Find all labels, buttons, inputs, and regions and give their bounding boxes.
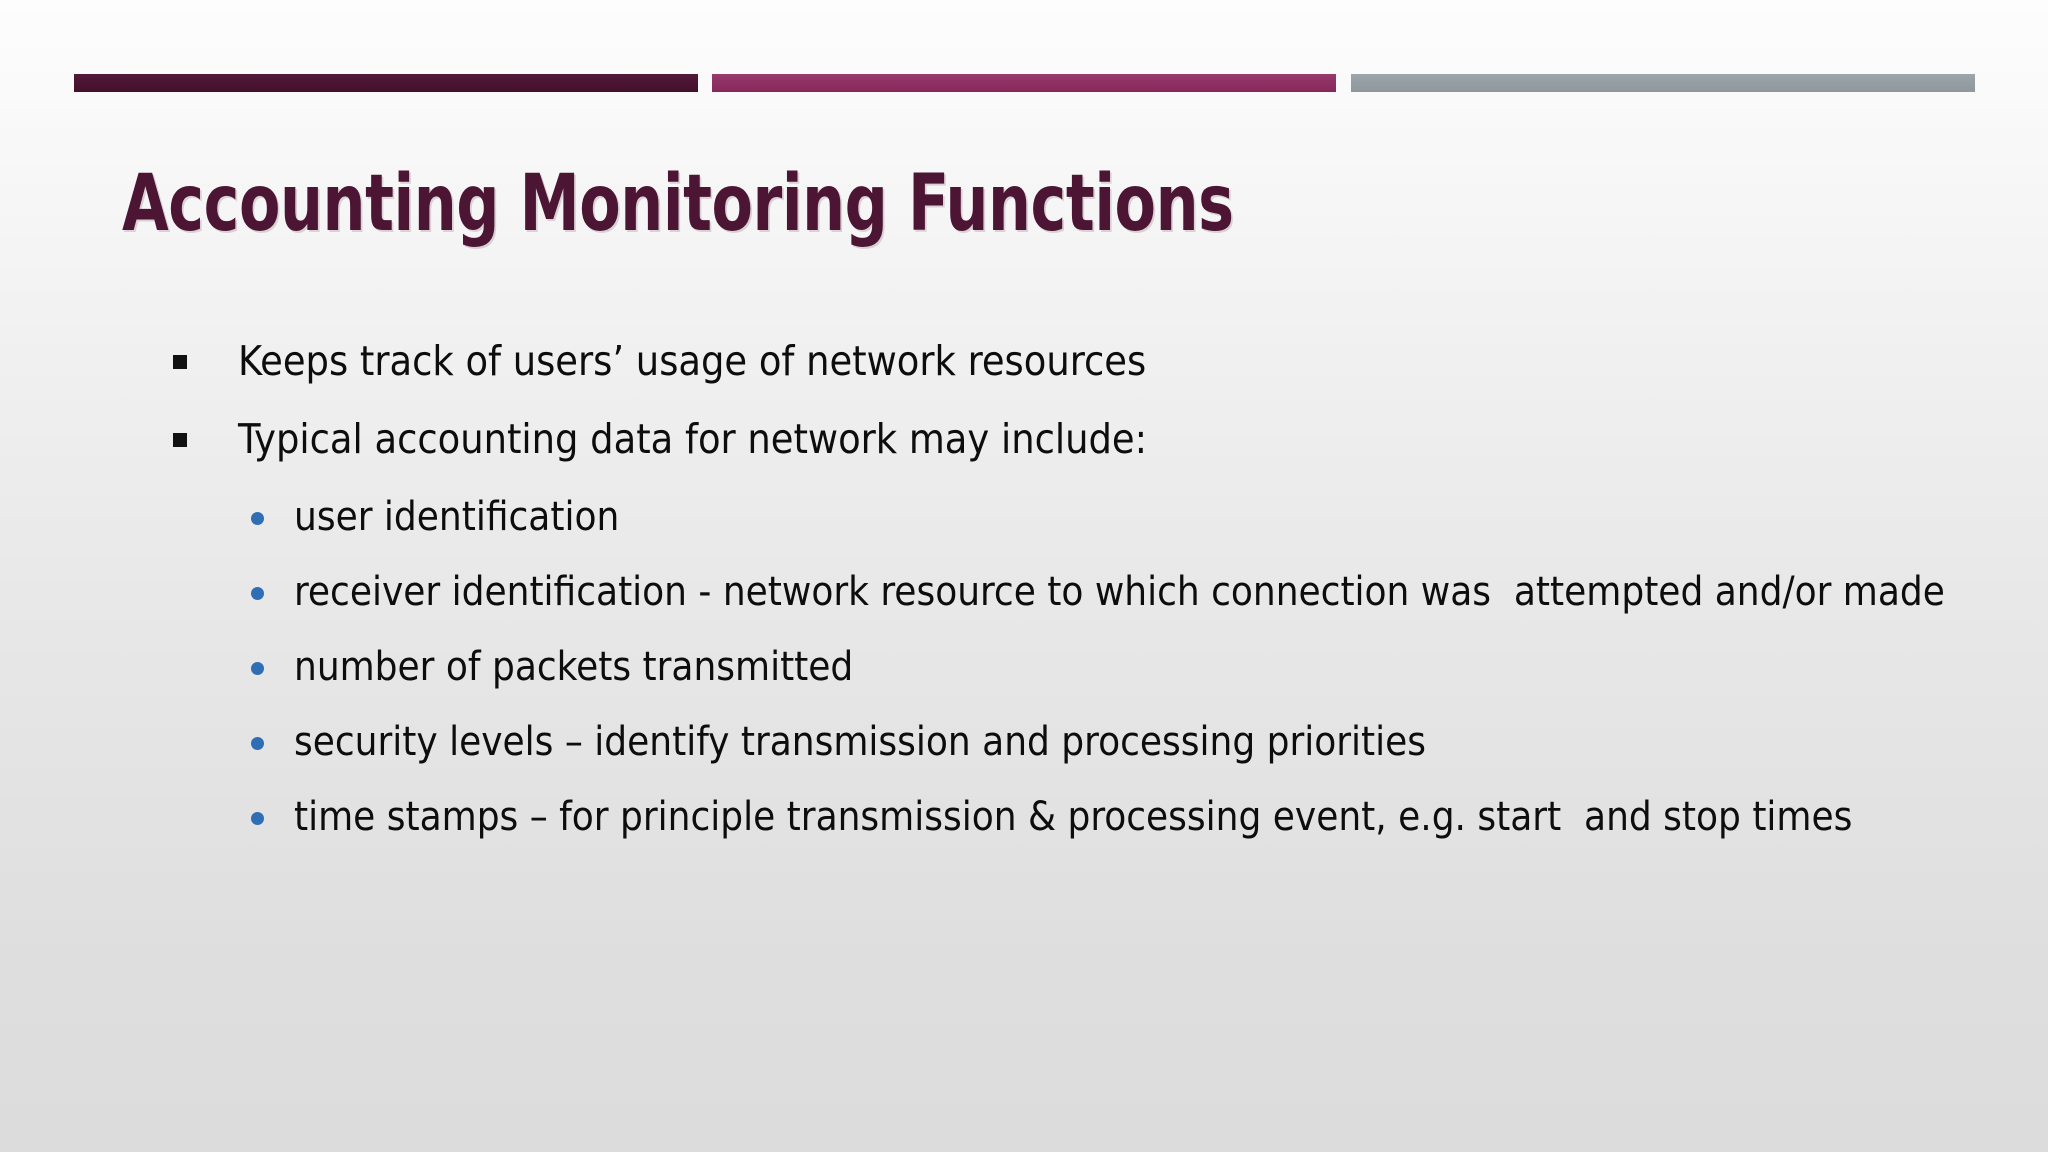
- bullet-item-level2: number of packets transmitted: [0, 638, 2048, 697]
- bullet-text: Typical accounting data for network may …: [238, 415, 1148, 463]
- square-bullet-icon: [173, 410, 238, 468]
- dot-bullet-icon: [251, 563, 294, 622]
- slide-title: Accounting Monitoring Functions: [122, 159, 1234, 249]
- square-bullet-icon: [173, 332, 238, 390]
- bullet-item-level2: security levels – identify transmission …: [0, 713, 2048, 772]
- bullet-item-level2: user identification: [0, 488, 2048, 547]
- dot-bullet-icon: [251, 638, 294, 697]
- bullet-item-level1: Keeps track of users’ usage of network r…: [0, 332, 2048, 390]
- bullet-text: security levels – identify transmission …: [294, 719, 1427, 765]
- bullet-item-level2: receiver identification - network resour…: [0, 563, 2048, 622]
- slide-body-content: Keeps track of users’ usage of network r…: [0, 332, 2048, 863]
- bullet-text: user identification: [294, 494, 620, 540]
- rule-bar-dark-maroon: [74, 74, 698, 92]
- rule-bar-gray: [1351, 74, 1975, 92]
- bullet-text: receiver identification - network resour…: [294, 569, 1945, 615]
- rule-bar-magenta: [712, 74, 1336, 92]
- bullet-item-level1: Typical accounting data for network may …: [0, 410, 2048, 468]
- bullet-text: number of packets transmitted: [294, 644, 854, 690]
- dot-bullet-icon: [251, 713, 294, 772]
- bullet-item-level2: time stamps – for principle transmission…: [0, 788, 2048, 847]
- bullet-text: time stamps – for principle transmission…: [294, 794, 1853, 840]
- dot-bullet-icon: [251, 788, 294, 847]
- slide-decorative-rule-bars: [0, 74, 2048, 92]
- dot-bullet-icon: [251, 488, 294, 547]
- bullet-text: Keeps track of users’ usage of network r…: [238, 337, 1147, 385]
